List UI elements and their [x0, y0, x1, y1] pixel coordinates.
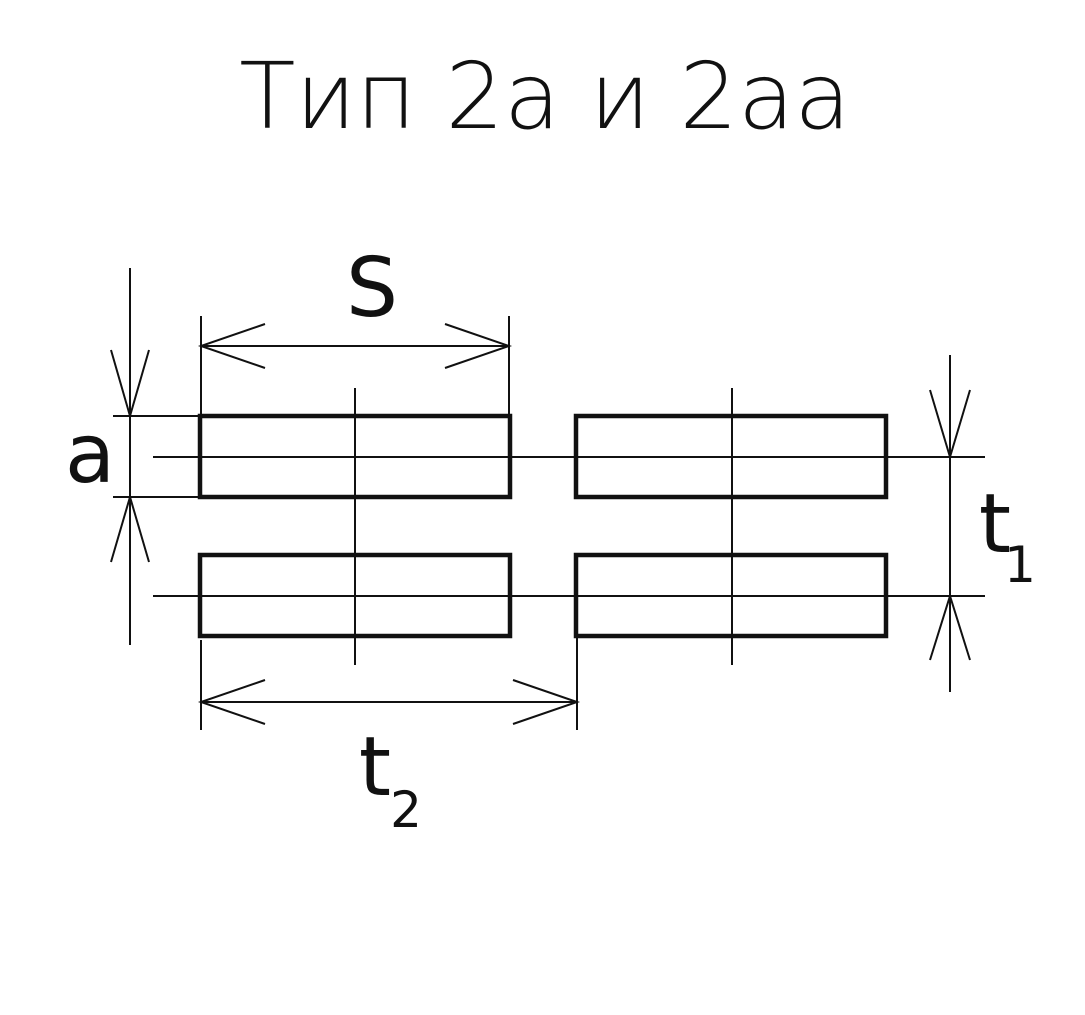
label-a: a	[65, 407, 115, 502]
label-s: S	[346, 241, 398, 336]
dimension-s	[197, 316, 513, 416]
label-t2: t	[359, 720, 391, 815]
label-t1-subscript: 1	[1004, 536, 1036, 594]
dimension-a	[110, 268, 200, 645]
dimension-t1	[929, 355, 971, 692]
label-t2-subscript: 2	[390, 781, 422, 839]
diagram-title: Тип 2а и 2аа	[239, 43, 850, 150]
dimension-t2	[197, 636, 581, 730]
label-t1: t	[979, 477, 1011, 572]
